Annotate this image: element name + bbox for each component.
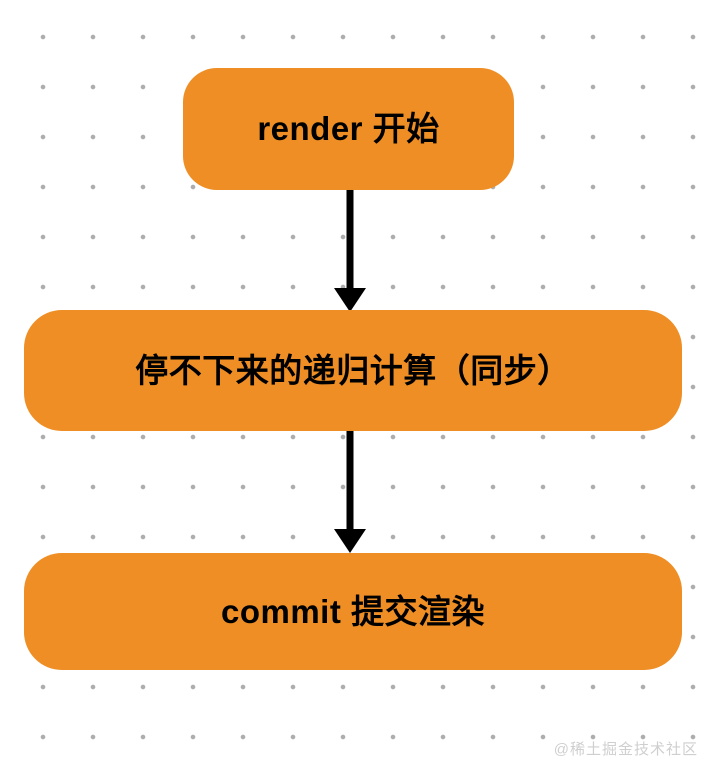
flow-node-label: 停不下来的递归计算（同步） bbox=[135, 351, 571, 389]
flow-node-commit-render: commit 提交渲染 bbox=[24, 553, 682, 670]
watermark: @稀土掘金技术社区 bbox=[553, 741, 698, 758]
arrow-recursion-to-commit bbox=[320, 431, 380, 553]
flow-node-recursive-calc: 停不下来的递归计算（同步） bbox=[24, 310, 682, 431]
arrow-start-to-recursion bbox=[320, 190, 380, 312]
flow-node-label: render 开始 bbox=[257, 110, 440, 148]
down-arrow-icon bbox=[334, 190, 366, 312]
down-arrow-icon bbox=[334, 431, 366, 553]
flow-node-label: commit 提交渲染 bbox=[220, 592, 486, 630]
flow-node-render-start: render 开始 bbox=[183, 68, 514, 190]
